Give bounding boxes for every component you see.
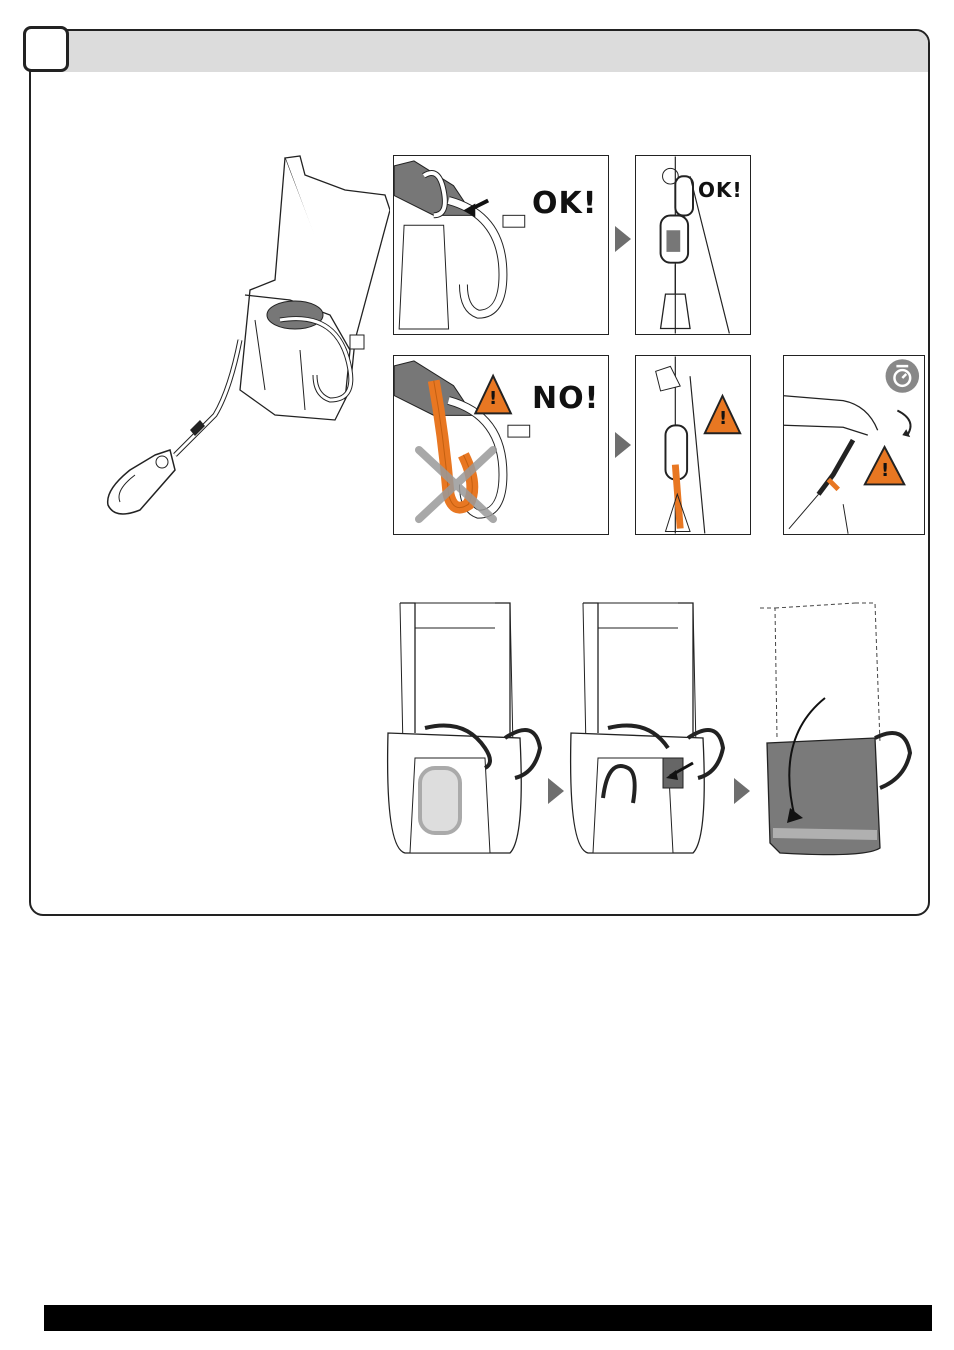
ok-panel-small: OK! bbox=[635, 155, 751, 335]
footer-bar bbox=[44, 1305, 932, 1331]
warning-glyph-timer: ! bbox=[881, 460, 890, 481]
warning-glyph-no-panel: ! bbox=[489, 388, 498, 409]
bag-fold-step-3 bbox=[755, 598, 915, 860]
no-panel-large: ! NO! bbox=[393, 355, 609, 535]
bag-with-lanyard-illustration bbox=[100, 150, 390, 530]
no-panel-small: ! bbox=[635, 355, 751, 535]
bag-fold-step-2 bbox=[568, 598, 728, 860]
bag-fold-step-1 bbox=[385, 598, 545, 860]
step-arrow-icon bbox=[734, 778, 750, 804]
timer-panel: ! bbox=[783, 355, 925, 535]
ok-panel-large: OK! bbox=[393, 155, 609, 335]
ok-label-large: OK! bbox=[532, 186, 597, 221]
step-arrow-icon bbox=[615, 226, 631, 252]
step-arrow-icon bbox=[615, 432, 631, 458]
step-arrow-icon bbox=[548, 778, 564, 804]
warning-glyph-small: ! bbox=[719, 408, 728, 429]
no-label-large: NO! bbox=[532, 381, 599, 416]
step-number-box bbox=[23, 26, 69, 72]
ok-label-small: OK! bbox=[698, 178, 743, 202]
card-header-bar bbox=[31, 31, 928, 72]
